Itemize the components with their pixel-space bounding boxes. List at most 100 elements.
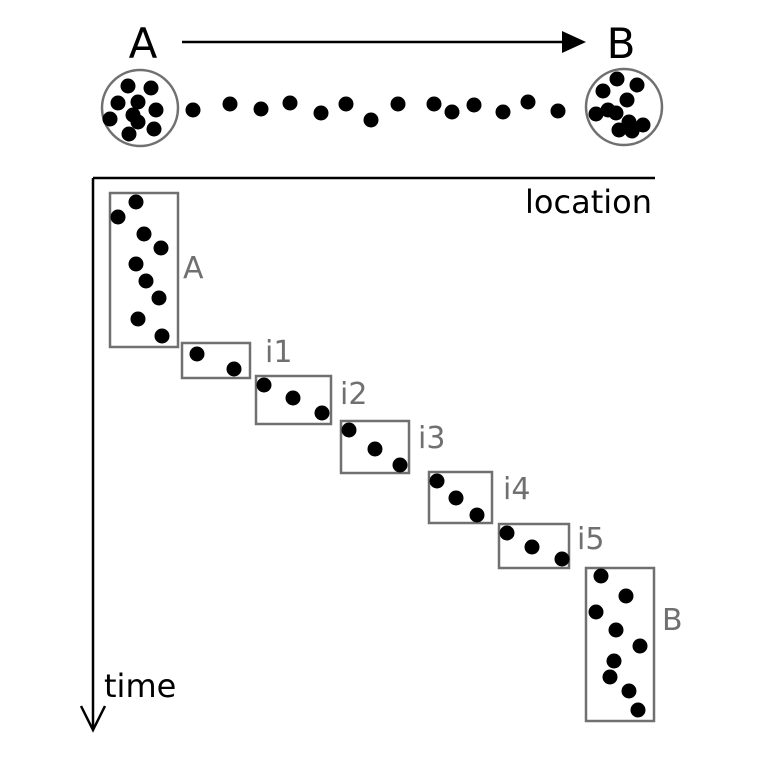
path-dot-4	[282, 95, 298, 111]
start-cluster-dots	[102, 78, 164, 142]
box-B-dots	[588, 568, 648, 718]
box-B-dot-1	[593, 568, 609, 584]
box-i4-dots	[429, 473, 485, 523]
axes: location time	[79, 176, 655, 733]
top-trajectory: A B	[100, 19, 664, 148]
path-dot-6	[338, 96, 354, 112]
box-i5-dot-2	[524, 539, 540, 555]
box-A-dot-9	[154, 328, 170, 344]
end-cluster-dots	[588, 71, 651, 139]
end-cluster-dot-11	[624, 123, 640, 139]
box-A-dot-7	[151, 290, 167, 306]
path-dot-5	[313, 105, 329, 121]
box-A-dot-6	[138, 273, 154, 289]
box-i2-label: i2	[340, 377, 367, 412]
box-i1-frame	[180, 341, 252, 380]
box-i4: i4	[427, 470, 530, 525]
start-cluster-dot-8	[130, 114, 146, 130]
path-dots	[185, 94, 566, 128]
box-i3-dots	[341, 422, 408, 473]
start-cluster-circle	[100, 68, 180, 148]
box-A-dots	[110, 194, 170, 344]
end-cluster-dot-1	[609, 71, 625, 87]
box-B: B	[584, 566, 683, 723]
box-A-dot-5	[128, 256, 144, 272]
box-i5-dots	[499, 525, 570, 567]
box-A-dot-4	[153, 240, 169, 256]
box-B-dot-6	[606, 653, 622, 669]
path-dot-11	[466, 97, 482, 113]
end-cluster-circle	[584, 67, 664, 147]
end-cluster-dot-10	[611, 122, 627, 138]
box-i4-frame	[427, 470, 494, 525]
box-i5-label: i5	[577, 522, 604, 557]
box-B-dot-2	[618, 588, 634, 604]
time-axis-arrowhead	[79, 705, 107, 733]
box-i4-dot-1	[429, 473, 445, 489]
end-cluster-dot-7	[608, 105, 624, 121]
start-cluster-dot-9	[146, 121, 162, 137]
start-cluster-dot-2	[143, 80, 159, 96]
path-dot-7	[363, 112, 379, 128]
end-cluster-dot-4	[619, 92, 635, 108]
box-i2-dot-3	[314, 405, 330, 421]
end-cluster-dot-3	[595, 83, 611, 99]
time-axis-label: time	[104, 667, 176, 705]
path-dot-13	[520, 94, 536, 110]
box-i2-dot-1	[256, 377, 272, 393]
box-B-frame	[584, 566, 656, 723]
path-dot-10	[444, 104, 460, 120]
start-cluster-dot-6	[148, 102, 164, 118]
box-B-dot-9	[630, 702, 646, 718]
path-dot-1	[185, 102, 201, 118]
end-cluster-dot-6	[588, 106, 604, 122]
box-i3-dot-2	[367, 441, 383, 457]
box-i1-dot-2	[226, 361, 242, 377]
box-A-dot-1	[128, 194, 144, 210]
box-i5-dot-3	[554, 551, 570, 567]
box-i3-dot-3	[392, 457, 408, 473]
box-i5-frame	[497, 522, 571, 570]
box-i2: i2	[254, 374, 367, 426]
location-axis-label: location	[525, 183, 652, 221]
start-cluster-dot-10	[121, 126, 137, 142]
path-dot-14	[550, 103, 566, 119]
end-cluster-dot-2	[629, 77, 645, 93]
box-i3-dot-1	[341, 422, 357, 438]
box-i3-frame	[339, 419, 411, 475]
box-i2-frame	[254, 374, 333, 426]
box-B-dot-5	[632, 638, 648, 654]
box-A-dot-2	[110, 209, 126, 225]
box-B-dot-3	[588, 604, 604, 620]
box-i4-label: i4	[503, 472, 530, 507]
path-dot-8	[390, 96, 406, 112]
end-label: B	[607, 19, 636, 68]
box-i1-dots	[189, 346, 242, 377]
box-i3: i3	[339, 419, 445, 475]
box-i2-dots	[256, 377, 330, 421]
path-dot-9	[426, 96, 442, 112]
box-i1-dot-1	[189, 346, 205, 362]
path-dot-3	[253, 101, 269, 117]
box-i5: i5	[497, 522, 604, 570]
start-cluster-dot-1	[120, 78, 136, 94]
box-A: A	[108, 191, 204, 349]
box-B-label: B	[662, 603, 683, 638]
box-i5-dot-1	[499, 525, 515, 541]
box-i1-label: i1	[265, 335, 292, 370]
box-A-label: A	[183, 251, 204, 286]
box-i2-dot-2	[285, 390, 301, 406]
end-cluster-dot-9	[635, 117, 651, 133]
path-dot-12	[495, 104, 511, 120]
box-i1: i1	[180, 335, 292, 380]
direction-arrowhead	[562, 31, 586, 53]
box-i4-dot-3	[469, 507, 485, 523]
start-cluster-dot-4	[130, 94, 146, 110]
box-A-frame	[108, 191, 180, 349]
box-B-dot-7	[602, 669, 618, 685]
box-A-dot-8	[130, 311, 146, 327]
start-label: A	[129, 19, 158, 68]
box-i3-label: i3	[418, 421, 445, 456]
box-B-dot-4	[608, 622, 624, 638]
